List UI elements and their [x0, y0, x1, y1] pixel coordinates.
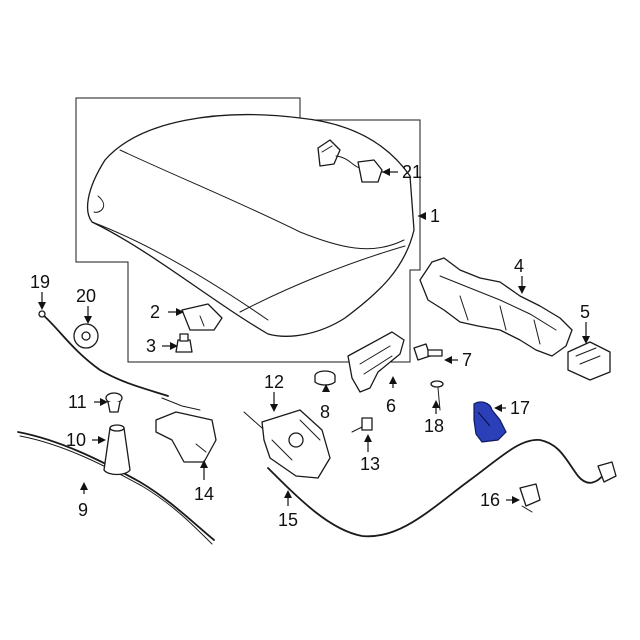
hood-frame — [75, 97, 421, 363]
callout-4: 4 — [514, 256, 524, 276]
callout-12: 12 — [264, 372, 284, 392]
highlighted-part — [473, 401, 507, 443]
callout-15: 15 — [278, 510, 298, 530]
hood-switch-part-21[interactable] — [317, 139, 383, 183]
callout-2: 2 — [150, 302, 160, 322]
bracket-part-2[interactable] — [181, 303, 223, 331]
callout-8: 8 — [320, 402, 330, 422]
prop-bracket-part-14[interactable] — [155, 397, 217, 463]
grommet-part-20[interactable] — [73, 323, 99, 349]
seal-part-9[interactable] — [17, 431, 215, 545]
callout-7: 7 — [462, 350, 472, 370]
callout-17: 17 — [510, 398, 530, 418]
callout-13: 13 — [360, 454, 380, 474]
bolt-part-18[interactable] — [430, 380, 444, 411]
striker-bracket-part-6[interactable] — [347, 331, 405, 393]
prop-rod-part-19[interactable] — [38, 310, 169, 397]
callout-16: 16 — [480, 490, 500, 510]
callout-19: 19 — [30, 272, 50, 292]
release-handle-part-17[interactable] — [473, 401, 507, 443]
arrowheads — [38, 168, 590, 504]
insulator-part-4[interactable] — [419, 257, 573, 357]
bumper-part-8[interactable] — [314, 370, 336, 386]
callout-1: 1 — [430, 206, 440, 226]
callout-6: 6 — [386, 396, 396, 416]
callout-21: 21 — [402, 162, 422, 182]
grommet-part-11[interactable] — [105, 392, 123, 413]
callout-3: 3 — [146, 336, 156, 356]
hood-panel — [86, 114, 415, 337]
callout-20: 20 — [76, 286, 96, 306]
cable-clip-part-16[interactable] — [519, 483, 541, 513]
prop-rubber-part-10[interactable] — [103, 424, 131, 476]
callout-14: 14 — [194, 484, 214, 504]
bolt-part-13[interactable] — [351, 417, 373, 433]
callout-10: 10 — [66, 430, 86, 450]
hood-assembly[interactable] — [75, 97, 421, 363]
callout-11: 11 — [68, 392, 87, 412]
pad-part-5[interactable] — [567, 341, 611, 381]
latch-part-12[interactable] — [243, 409, 331, 479]
release-cable-part-15[interactable] — [267, 439, 617, 538]
callout-18: 18 — [424, 416, 444, 436]
bolt-part-7[interactable] — [413, 343, 443, 361]
callout-labels: 1 21 4 5 6 7 8 9 10 11 12 13 14 15 16 17… — [30, 162, 590, 530]
callout-9: 9 — [78, 500, 88, 520]
callout-5: 5 — [580, 302, 590, 322]
push-clip-part-3[interactable] — [175, 333, 193, 353]
